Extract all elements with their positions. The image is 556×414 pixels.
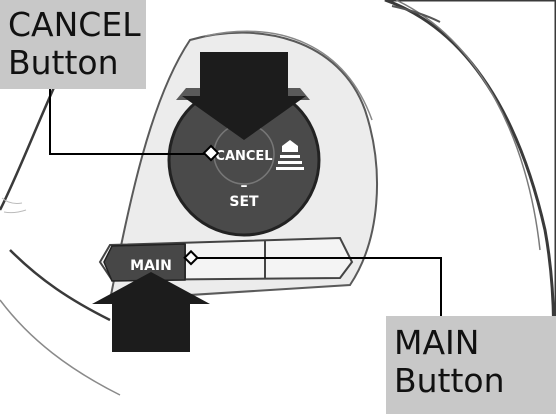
cancel-callout-line2: Button [8,43,119,82]
main-leader-dot [183,249,199,266]
main-callout-line1: MAIN [394,323,480,362]
vehicle-distance-icon [276,140,304,170]
main-button-text: MAIN [130,258,172,274]
push-arrow-down-icon [182,52,306,140]
cancel-button-callout: CANCEL Button [0,0,146,89]
cancel-callout-line1: CANCEL [8,5,141,44]
cancel-button-text: CANCEL [215,149,272,164]
set-button-text: SET [229,194,259,210]
push-arrow-up-icon [92,272,210,352]
set-dash: – [241,178,248,194]
main-button [103,243,186,282]
wheel-rim-inner [395,0,541,251]
cancel-leader-dot [202,144,220,162]
main-leader-line [192,257,442,316]
main-button-callout: MAIN Button [386,316,556,414]
cancel-leader-line [49,89,212,155]
main-callout-line2: Button [394,361,505,400]
